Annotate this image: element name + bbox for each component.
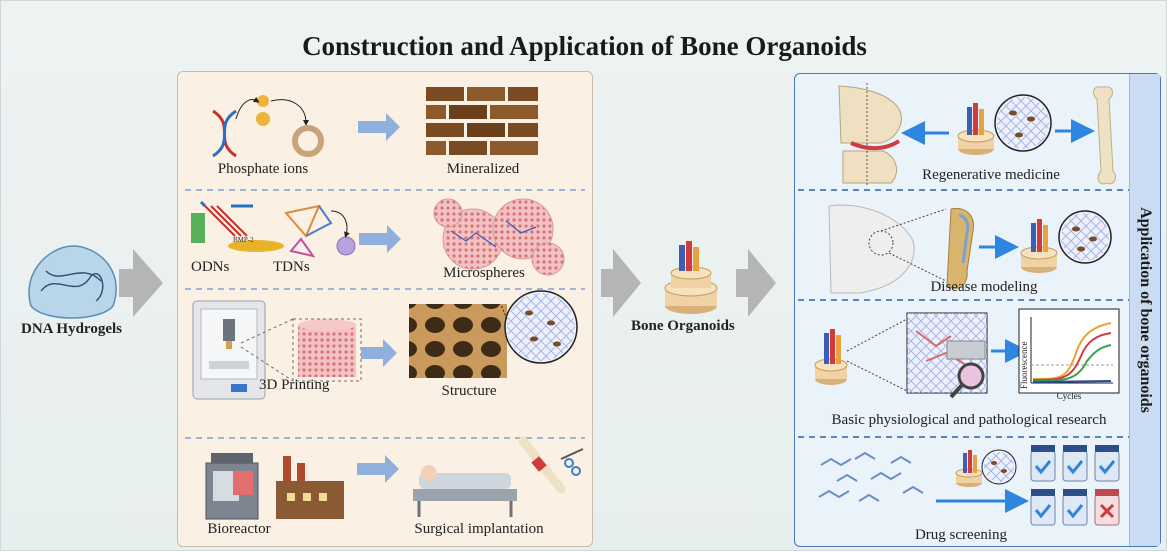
3d-printer-icon bbox=[193, 301, 265, 399]
cell-mesh-zoom-icon bbox=[501, 291, 577, 363]
regenerative-medicine-label: Regenerative medicine bbox=[922, 167, 1060, 184]
factory-icon bbox=[276, 456, 344, 519]
odns-label: ODNs bbox=[191, 259, 229, 276]
organoid-drug-icon bbox=[956, 450, 1016, 487]
scissors-icon bbox=[561, 449, 583, 475]
structure-label: Structure bbox=[442, 383, 497, 400]
ring-icon bbox=[295, 128, 321, 154]
microspheres-icon bbox=[434, 199, 564, 275]
mineralized-bricks-icon bbox=[426, 87, 538, 155]
basic-research-label: Basic physiological and pathological res… bbox=[832, 412, 1107, 429]
long-bone-icon bbox=[1094, 87, 1116, 184]
arrow-surgical bbox=[357, 455, 399, 483]
cycles-axis-label: Cycles bbox=[1057, 391, 1082, 401]
dna-hydrogels-label: DNA Hydrogels bbox=[21, 321, 122, 338]
bmp-label: BMP-2 bbox=[233, 236, 254, 244]
tdns-label: TDNs bbox=[273, 259, 310, 276]
arrow-structure bbox=[361, 339, 397, 367]
bone-organoids-label: Bone Organoids bbox=[631, 318, 735, 335]
organoid-disease-icon bbox=[1021, 219, 1057, 273]
cell-zoom-disease-icon bbox=[1059, 211, 1111, 263]
drug-screening-label: Drug screening bbox=[915, 527, 1007, 544]
fluorescence-plot-icon bbox=[1019, 309, 1119, 393]
cell-zoom-icon bbox=[995, 95, 1051, 151]
knee-joint-icon bbox=[839, 83, 901, 186]
odn-icon bbox=[191, 202, 284, 252]
arrow-microspheres bbox=[359, 225, 401, 253]
surgical-implantation-label: Surgical implantation bbox=[414, 521, 543, 538]
organoid-small-icon bbox=[958, 103, 994, 155]
porous-structure-icon bbox=[409, 304, 507, 378]
bioreactor-icon bbox=[206, 453, 258, 519]
arrow-hydrogel-to-construction bbox=[119, 249, 163, 317]
fluorescence-axis-label: Fluorescence bbox=[1019, 342, 1029, 389]
drug-vials-icon bbox=[1031, 445, 1119, 525]
phosphate-ion-icon bbox=[236, 95, 306, 126]
arrow-construction-to-organoid bbox=[601, 249, 641, 317]
mineralized-label: Mineralized bbox=[447, 161, 519, 178]
bone-implant-icon bbox=[523, 441, 561, 489]
bone-organoid-icon bbox=[665, 241, 717, 314]
organoid-research-icon bbox=[815, 319, 907, 391]
dna-helix-icon bbox=[213, 111, 236, 156]
phosphate-ions-label: Phosphate ions bbox=[218, 161, 308, 178]
bone-section-icon bbox=[947, 208, 974, 288]
hospital-bed-icon bbox=[413, 465, 517, 517]
tdn-icon bbox=[286, 206, 355, 256]
bioreactor-label: Bioreactor bbox=[207, 521, 270, 538]
microspheres-label: Microspheres bbox=[443, 265, 525, 282]
3d-printing-label: 3D Printing bbox=[259, 377, 329, 394]
arrow-organoid-to-application bbox=[736, 249, 776, 317]
disease-modeling-label: Disease modeling bbox=[930, 279, 1037, 296]
arrow-mineralized bbox=[358, 113, 400, 141]
dna-hydrogel-icon bbox=[29, 246, 116, 318]
molecules-icon bbox=[819, 453, 923, 501]
mouse-head-icon bbox=[829, 205, 946, 293]
